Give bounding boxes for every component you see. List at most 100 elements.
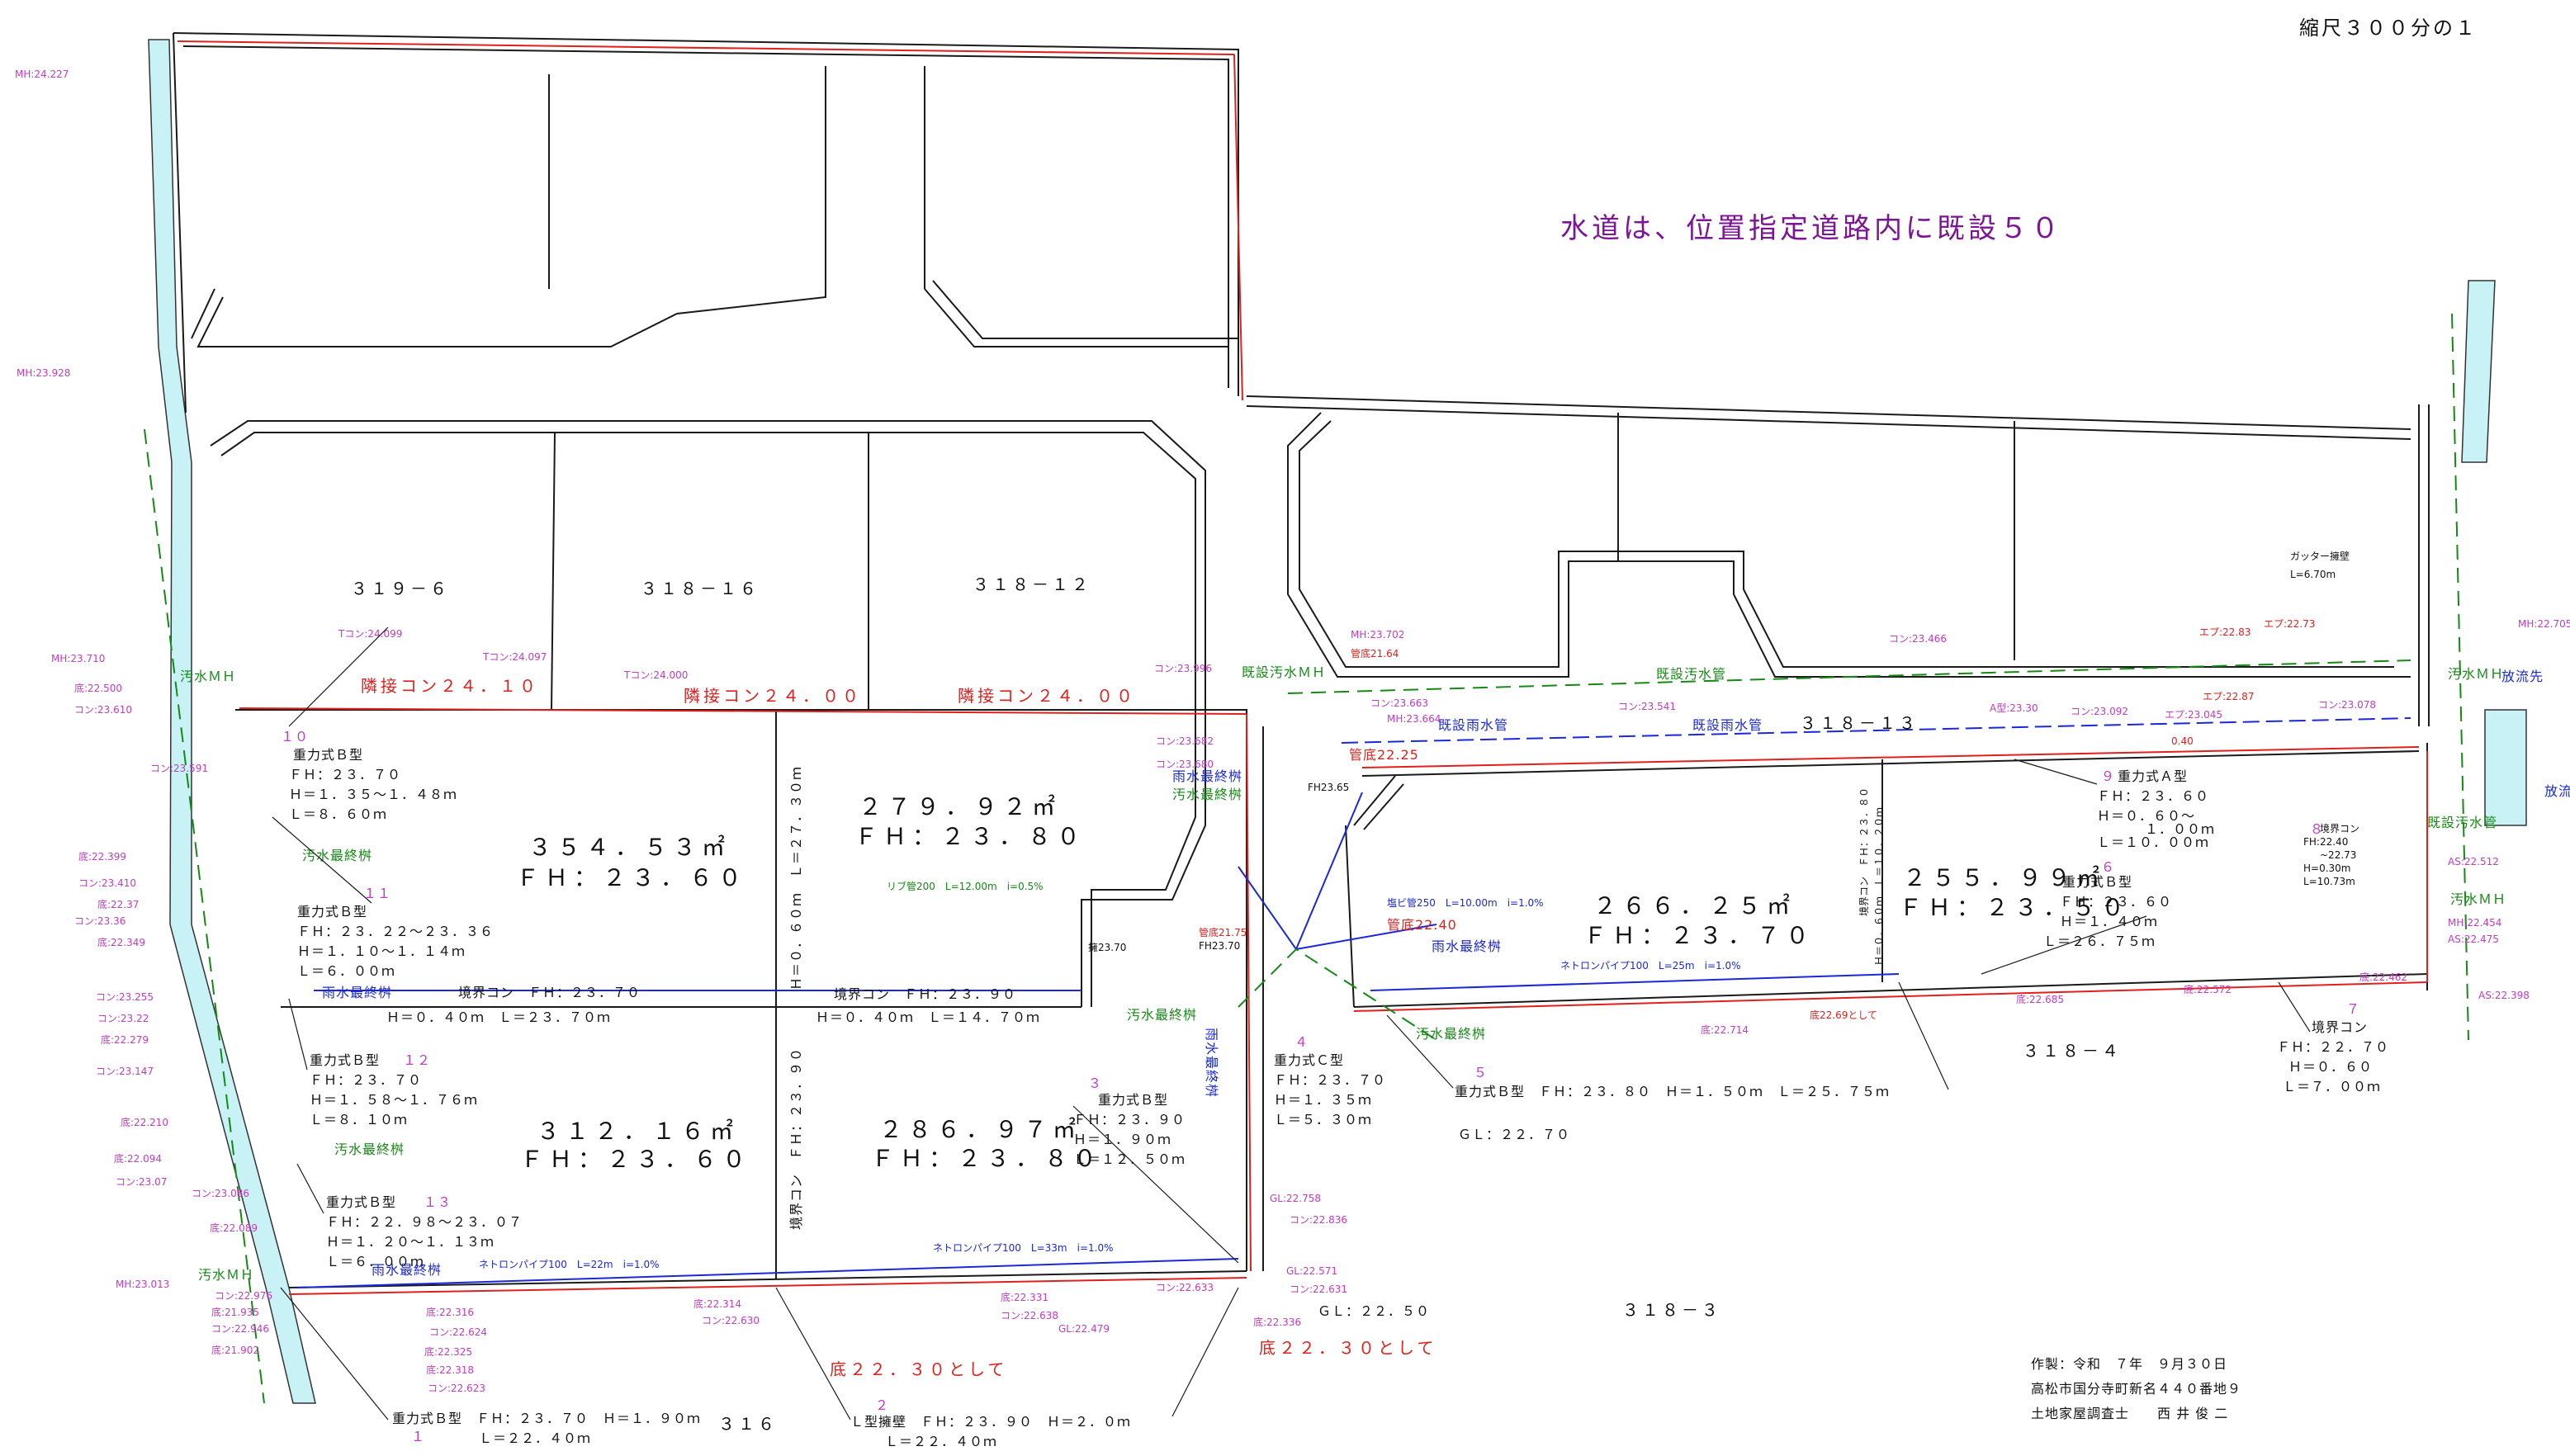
svg-text:ＦＨ：２３．７０: ＦＨ：２３．７０ [289, 767, 401, 782]
svg-text:ＦＨ：２３．７０: ＦＨ：２３．７０ [1274, 1072, 1386, 1088]
surveyor: 土地家屋調査士 西 井 俊 二 [2031, 1406, 2228, 1421]
svg-text:GL:22.571: GL:22.571 [1286, 1265, 1337, 1277]
svg-text:Ｈ＝０．４０ｍ Ｌ＝２３．７０ｍ: Ｈ＝０．４０ｍ Ｌ＝２３．７０ｍ [386, 1009, 611, 1025]
right-upper-block [1287, 412, 2411, 678]
svg-text:Ｈ＝１．４０ｍ: Ｈ＝１．４０ｍ [2060, 914, 2158, 929]
pipe-labels: リブ管200 L=12.00m i=0.5% 塩ビ管250 L=10.00m i… [479, 880, 1740, 1270]
svg-text:ＦＨ：２３．６０: ＦＨ：２３．６０ [2060, 894, 2172, 910]
svg-text:管底22.40: 管底22.40 [1387, 917, 1457, 933]
svg-text:重力式Ｂ型: 重力式Ｂ型 [2062, 874, 2132, 890]
svg-text:Ｈ＝０．６０: Ｈ＝０．６０ [2288, 1059, 2373, 1075]
svg-text:底:22.331: 底:22.331 [1001, 1291, 1048, 1303]
svg-text:雨水最終桝: 雨水最終桝 [1204, 1028, 1219, 1098]
svg-text:コン:23.092: コン:23.092 [2071, 706, 2128, 717]
svg-text:コン:23.07: コン:23.07 [116, 1176, 167, 1188]
svg-text:底:22.572: 底:22.572 [2184, 983, 2232, 995]
svg-text:既設汚水管: 既設汚水管 [2427, 815, 2497, 830]
svg-text:雨水最終桝: 雨水最終桝 [372, 1262, 442, 1278]
svg-text:コン:23.680: コン:23.680 [1156, 759, 1214, 770]
svg-text:MH:22.454: MH:22.454 [2448, 917, 2501, 929]
svg-text:エプ:23.045: エプ:23.045 [2165, 709, 2222, 721]
svg-text:放流: 放流 [2544, 783, 2570, 799]
svg-text:重力式Ａ型: 重力式Ａ型 [2118, 768, 2188, 784]
svg-text:１３: １３ [424, 1194, 452, 1210]
svg-text:境界コン ＦＨ：２３．８０: 境界コン ＦＨ：２３．８０ [1858, 787, 1870, 916]
svg-text:Ｌ＝６．００ｍ: Ｌ＝６．００ｍ [326, 1254, 424, 1269]
svg-text:Ｈ＝１．３５～１．４８ｍ: Ｈ＝１．３５～１．４８ｍ [289, 787, 457, 802]
svg-text:Ｌ＝７．００ｍ: Ｌ＝７．００ｍ [2283, 1079, 2381, 1094]
svg-text:塩ビ管250 L=10.00m i=1.0%: 塩ビ管250 L=10.00m i=1.0% [1387, 896, 1544, 909]
svg-text:３: ３ [1088, 1075, 1102, 1091]
svg-text:底:22.325: 底:22.325 [424, 1345, 472, 1358]
svg-text:重力式Ｂ型: 重力式Ｂ型 [297, 904, 367, 919]
svg-text:エプ:22.73: エプ:22.73 [2264, 618, 2315, 630]
svg-text:MH:23.710: MH:23.710 [51, 653, 105, 664]
svg-text:Ｌ＝８．１０ｍ: Ｌ＝８．１０ｍ [310, 1112, 408, 1127]
svg-text:コン:23.255: コン:23.255 [96, 991, 154, 1003]
svg-text:重力式Ｂ型: 重力式Ｂ型 [293, 747, 363, 763]
svg-text:Ｌ＝２２．４０ｍ: Ｌ＝２２．４０ｍ [479, 1430, 591, 1446]
svg-text:１０: １０ [281, 729, 309, 745]
svg-text:コン:23.36: コン:23.36 [74, 915, 125, 927]
svg-text:Ｈ＝０．６０ｍ Ｌ＝１０．２０ｍ: Ｈ＝０．６０ｍ Ｌ＝１０．２０ｍ [1873, 807, 1885, 966]
svg-text:境界コン ＦＨ：２３．９０: 境界コン ＦＨ：２３．９０ [834, 986, 1016, 1002]
svg-text:エプ:22.87: エプ:22.87 [2203, 691, 2254, 702]
bottom-as-1: 底２２．３０として [830, 1359, 1007, 1379]
svg-text:コン:23.410: コン:23.410 [78, 877, 136, 889]
svg-text:１．００ｍ: １．００ｍ [2145, 821, 2215, 837]
scale-label: 縮尺３００分の１ [2299, 17, 2478, 40]
fh-3: ＦＨ：２３．６０ [520, 1146, 751, 1173]
svg-text:コン:22.631: コン:22.631 [1290, 1283, 1347, 1295]
svg-text:コン:22.946: コン:22.946 [211, 1323, 269, 1335]
svg-text:雨水最終桝: 雨水最終桝 [1172, 768, 1242, 784]
svg-text:Ｈ＝０．６０～: Ｈ＝０．６０～ [2097, 808, 2195, 824]
svg-text:コン:23.466: コン:23.466 [1889, 633, 1947, 645]
svg-text:底:22.316: 底:22.316 [426, 1306, 474, 1318]
svg-text:コン:23.663: コン:23.663 [1370, 697, 1428, 709]
svg-text:重力式Ｂ型: 重力式Ｂ型 [326, 1194, 396, 1210]
fh-4: ＦＨ：２３．８０ [871, 1145, 1102, 1172]
svg-text:ガッター擁壁: ガッター擁壁 [2290, 550, 2350, 562]
svg-text:１１: １１ [363, 886, 391, 901]
svg-text:AS:22.475: AS:22.475 [2448, 934, 2499, 945]
svg-text:汚水最終桝: 汚水最終桝 [334, 1142, 405, 1157]
area-6: ２５５．９９㎡ [1903, 864, 2105, 891]
area-3: ３１２．１６㎡ [537, 1118, 739, 1145]
area-4: ２８６．９７㎡ [879, 1116, 1081, 1143]
svg-text:リブ管200 L=12.00m i=0.5%: リブ管200 L=12.00m i=0.5% [887, 880, 1044, 892]
water-note: 水道は、位置指定道路内に既設５０ [1560, 212, 2062, 245]
water-channels [148, 39, 2527, 1404]
green-lines [144, 313, 2469, 1404]
svg-text:Ｌ＝６．００ｍ: Ｌ＝６．００ｍ [297, 963, 395, 979]
svg-text:Ｌ＝５．３０ｍ: Ｌ＝５．３０ｍ [1274, 1112, 1372, 1127]
svg-text:Ｈ＝１．１０～１．１４ｍ: Ｈ＝１．１０～１．１４ｍ [297, 943, 466, 959]
svg-text:底:22.318: 底:22.318 [426, 1364, 474, 1376]
svg-text:コン:23.541: コン:23.541 [1618, 701, 1676, 712]
svg-text:既設雨水管: 既設雨水管 [1692, 717, 1763, 733]
sewer-labels: 既設汚水管 既設雨水管 既設雨水管 既設汚水ＭＨ 汚水ＭＨ 汚水ＭＨ 汚水ＭＨ … [180, 664, 2570, 1283]
svg-text:FH23.65: FH23.65 [1308, 782, 1349, 793]
svg-text:コン:22.836: コン:22.836 [1290, 1214, 1347, 1226]
leader-lines [272, 626, 2311, 1421]
svg-text:汚水ＭＨ: 汚水ＭＨ [180, 669, 236, 684]
svg-text:コン:23.22: コン:23.22 [97, 1013, 149, 1024]
svg-text:汚水最終桝: 汚水最終桝 [1172, 787, 1242, 802]
svg-text:境界コン: 境界コン [2320, 822, 2359, 834]
lot-318-4: ３１８－４ [2023, 1041, 2122, 1061]
svg-text:底:22.500: 底:22.500 [74, 682, 122, 694]
svg-text:既設雨水管: 既設雨水管 [1438, 717, 1508, 733]
svg-text:GL:22.479: GL:22.479 [1058, 1323, 1110, 1335]
svg-text:底:22.462: 底:22.462 [2359, 971, 2407, 983]
svg-text:擁23.70: 擁23.70 [1088, 941, 1126, 953]
svg-text:Ｌ＝２２．４０ｍ: Ｌ＝２２．４０ｍ [885, 1434, 997, 1449]
svg-text:ＦＨ：２２．９８～２３．０７: ＦＨ：２２．９８～２３．０７ [326, 1214, 523, 1230]
survey-marks: MH:24.227 MH:23.928 MH:23.710 底:22.500 コ… [15, 69, 2570, 1394]
svg-text:底:21.935: 底:21.935 [211, 1306, 259, 1318]
bottom-as-2: 底２２．３０として [1259, 1338, 1436, 1358]
svg-text:１: １ [411, 1429, 425, 1444]
svg-text:管底21.64: 管底21.64 [1351, 647, 1399, 659]
svg-text:既設汚水管: 既設汚水管 [1656, 666, 1726, 682]
address: 高松市国分寺町新名４４０番地９ [2031, 1381, 2241, 1397]
svg-text:汚水ＭＨ: 汚水ＭＨ [2450, 891, 2506, 907]
